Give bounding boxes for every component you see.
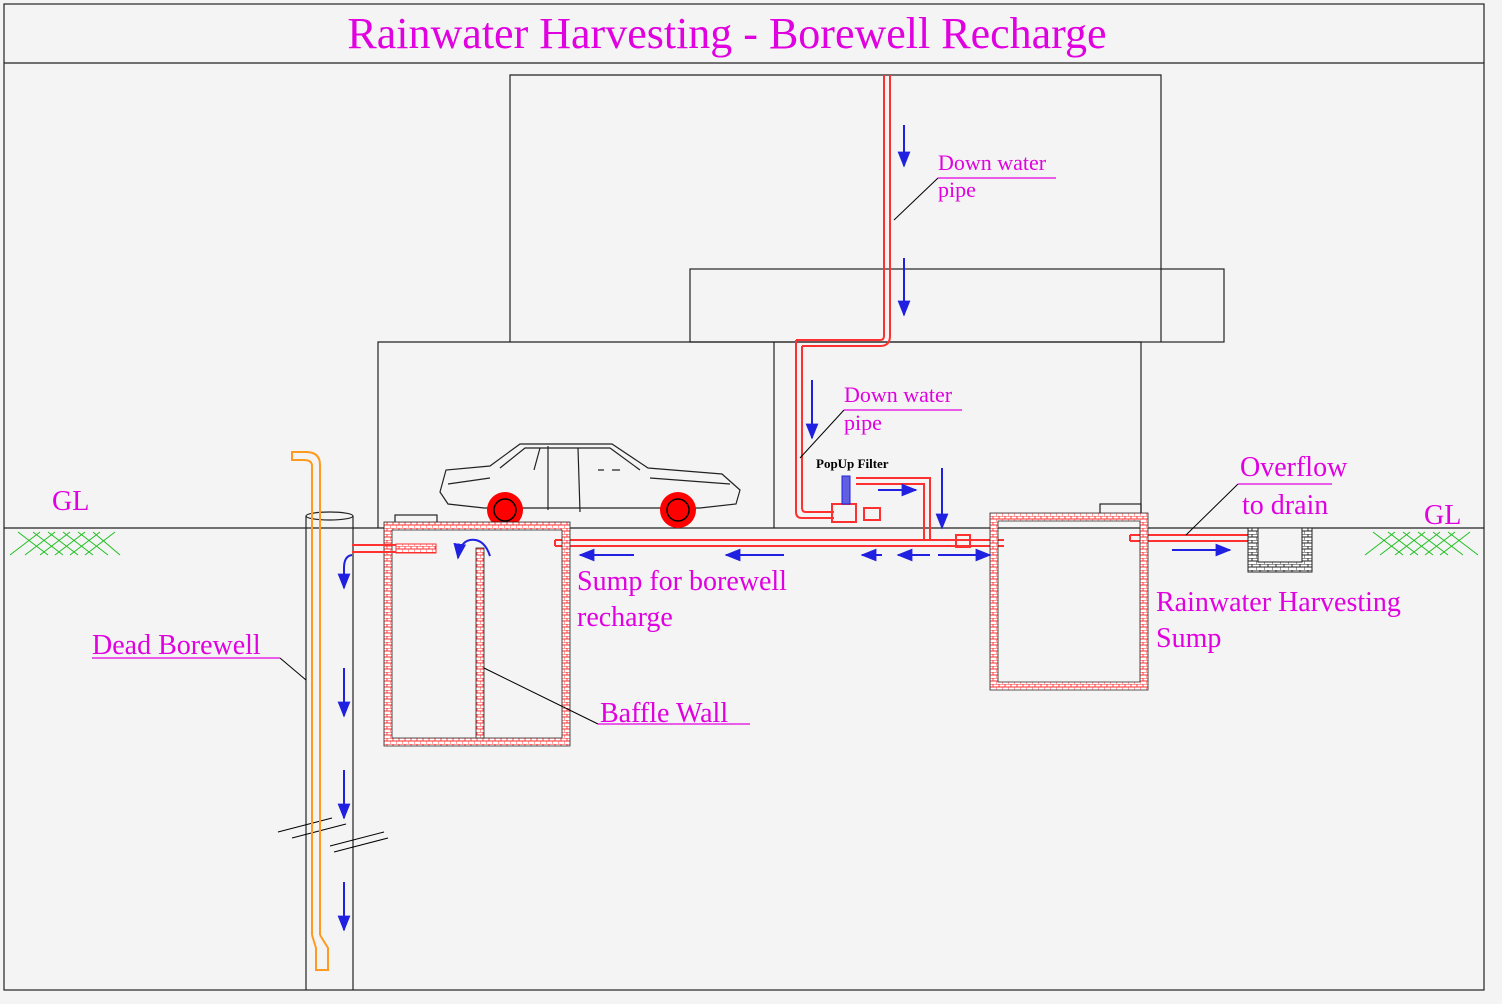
recharge-sump-label-line2: recharge bbox=[577, 602, 673, 633]
recharge-sump-label-line1: Sump for borewell bbox=[577, 566, 787, 597]
dead-borewell bbox=[277, 511, 389, 990]
dead-borewell-label: Dead Borewell bbox=[92, 630, 261, 661]
overflow-label-line2: to drain bbox=[1242, 490, 1328, 521]
borewell-inlet-pipe bbox=[352, 543, 437, 554]
flow-arrows bbox=[337, 125, 1232, 932]
down-water-pipe-lower bbox=[795, 340, 834, 519]
gl-label-right: GL bbox=[1424, 500, 1461, 531]
baffle-wall-label: Baffle Wall bbox=[600, 698, 728, 729]
down-water-pipe-top bbox=[796, 75, 891, 347]
borewell-pump-pipe bbox=[291, 451, 329, 971]
car bbox=[439, 443, 741, 513]
leader-lines bbox=[92, 177, 1332, 725]
down-water-pipe-mid-label-line1: Down water bbox=[844, 382, 953, 407]
main-horizontal-pipe bbox=[554, 539, 1004, 547]
down-water-pipe-mid-label-line2: pipe bbox=[844, 410, 882, 435]
rwh-sump bbox=[989, 512, 1149, 691]
car-wheel-rear bbox=[487, 492, 523, 528]
popup-filter-label: PopUp Filter bbox=[816, 456, 889, 471]
borewell-recharge-sump bbox=[383, 521, 571, 747]
building bbox=[377, 74, 1225, 528]
drain bbox=[1247, 527, 1313, 573]
overflow-label-line1: Overflow bbox=[1240, 452, 1348, 483]
rwh-sump-label-line2: Sump bbox=[1156, 623, 1221, 654]
down-water-pipe-top-label-line1: Down water bbox=[938, 150, 1047, 175]
rwh-sump-label-line1: Rainwater Harvesting bbox=[1156, 587, 1401, 618]
diagram-frame bbox=[3, 3, 1485, 991]
popup-filter bbox=[831, 475, 971, 548]
down-water-pipe-top-label-line2: pipe bbox=[938, 177, 976, 202]
grass-left bbox=[9, 531, 121, 556]
diagram-title: Rainwater Harvesting - Borewell Recharge bbox=[347, 9, 1106, 58]
car-wheel-front bbox=[660, 492, 696, 528]
grass-right bbox=[1364, 531, 1479, 556]
gl-label-left: GL bbox=[52, 486, 89, 517]
